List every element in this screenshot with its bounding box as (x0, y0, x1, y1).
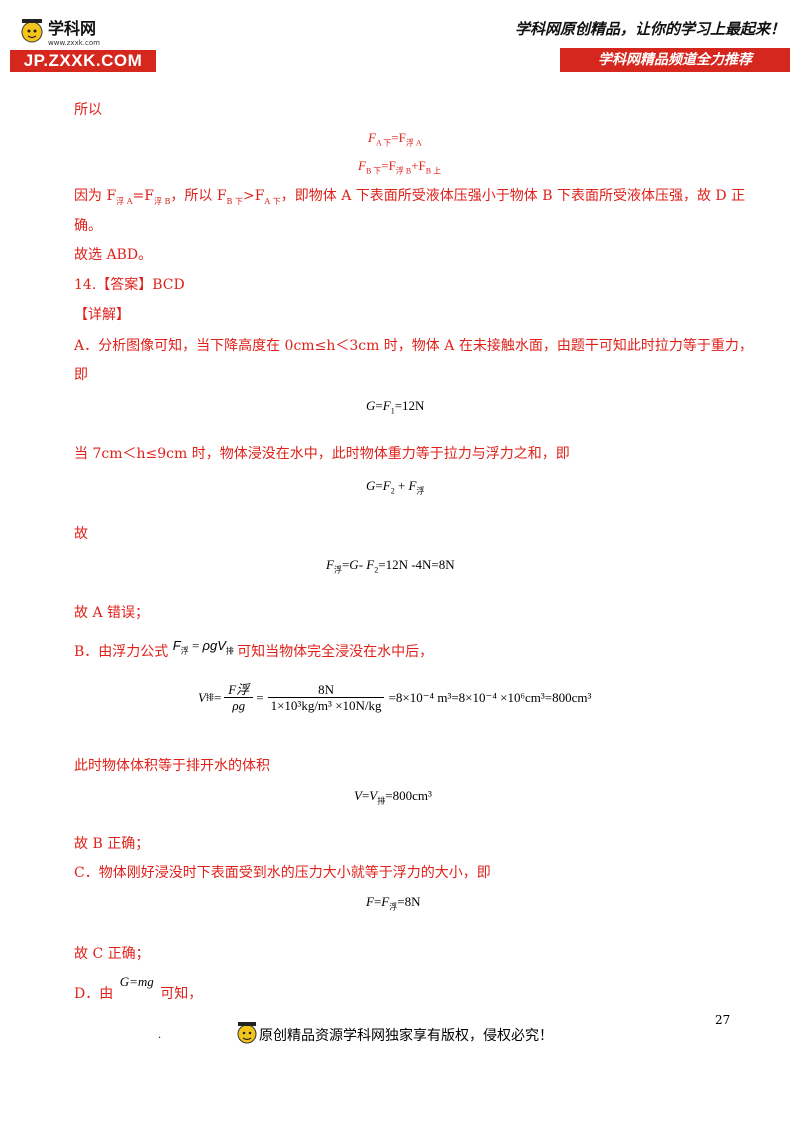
channel-banner: 学科网精品频道全力推荐 (560, 48, 790, 72)
equation-5: F浮=G- F2=12N -4N=8N (326, 557, 455, 575)
equation-2: FB 下=F浮 B+FB 上 (358, 158, 442, 176)
text-line: 故 (74, 526, 88, 542)
equation-3: G=F1=12N (366, 398, 425, 416)
text-line: 所以 (74, 102, 102, 118)
text-line: 故选 ABD。 (74, 247, 153, 263)
header-slogan: 学科网原创精品，让你的学习上最起来！ (515, 20, 786, 38)
zxxk-site-banner: JP.ZXXK.COM (10, 50, 156, 72)
explanation-heading: 【详解】 (74, 307, 130, 323)
text-line: 因为 F浮 A=F浮 B，所以 FB 下>FA 下，即物体 A 下表面所受液体压… (74, 188, 746, 206)
equation-1: FA 下=F浮 A (368, 130, 422, 148)
text-line: C．物体刚好浸没时下表面受到水的压力大小就等于浮力的大小，即 (74, 865, 491, 881)
footer-dot: . (158, 1030, 162, 1041)
page-number: 27 (715, 1013, 731, 1027)
text-line: 故 B 正确； (74, 836, 150, 852)
equation-4: G=F2 + F浮 (366, 478, 425, 496)
text-line: 当 7cm＜h≤9cm 时，物体浸没在水中，此时物体重力等于拉力与浮力之和，即 (74, 446, 570, 462)
text-line: 故 A 错误； (74, 605, 150, 621)
text-line: 故 C 正确； (74, 946, 150, 962)
equation-8: F=F浮=8N (366, 894, 421, 912)
text-line: 确。 (74, 218, 102, 234)
zxxk-logo: 学科网 www.zxxk.com (18, 14, 118, 47)
svg-text:www.zxxk.com: www.zxxk.com (48, 39, 100, 47)
mascot-icon (235, 1020, 259, 1050)
text-line: A．分析图像可知，当下降高度在 0cm≤h＜3cm 时，物体 A 在未接触水面，… (74, 338, 753, 354)
text-line: B．由浮力公式 F浮 = ρgV排 可知当物体完全浸没在水中后， (74, 638, 434, 660)
answer-heading: 14.【答案】BCD (74, 277, 185, 293)
equation-7: V=V排=800cm³ (354, 788, 432, 806)
text-line: D．由 G=mg 可知， (74, 974, 203, 1002)
copyright-footer: 原创精品资源学科网独家享有版权，侵权必究！ (235, 1020, 553, 1050)
text-line: 此时物体体积等于排开水的体积 (74, 758, 270, 774)
svg-text:学科网: 学科网 (48, 19, 96, 38)
text-line: 即 (74, 367, 88, 383)
